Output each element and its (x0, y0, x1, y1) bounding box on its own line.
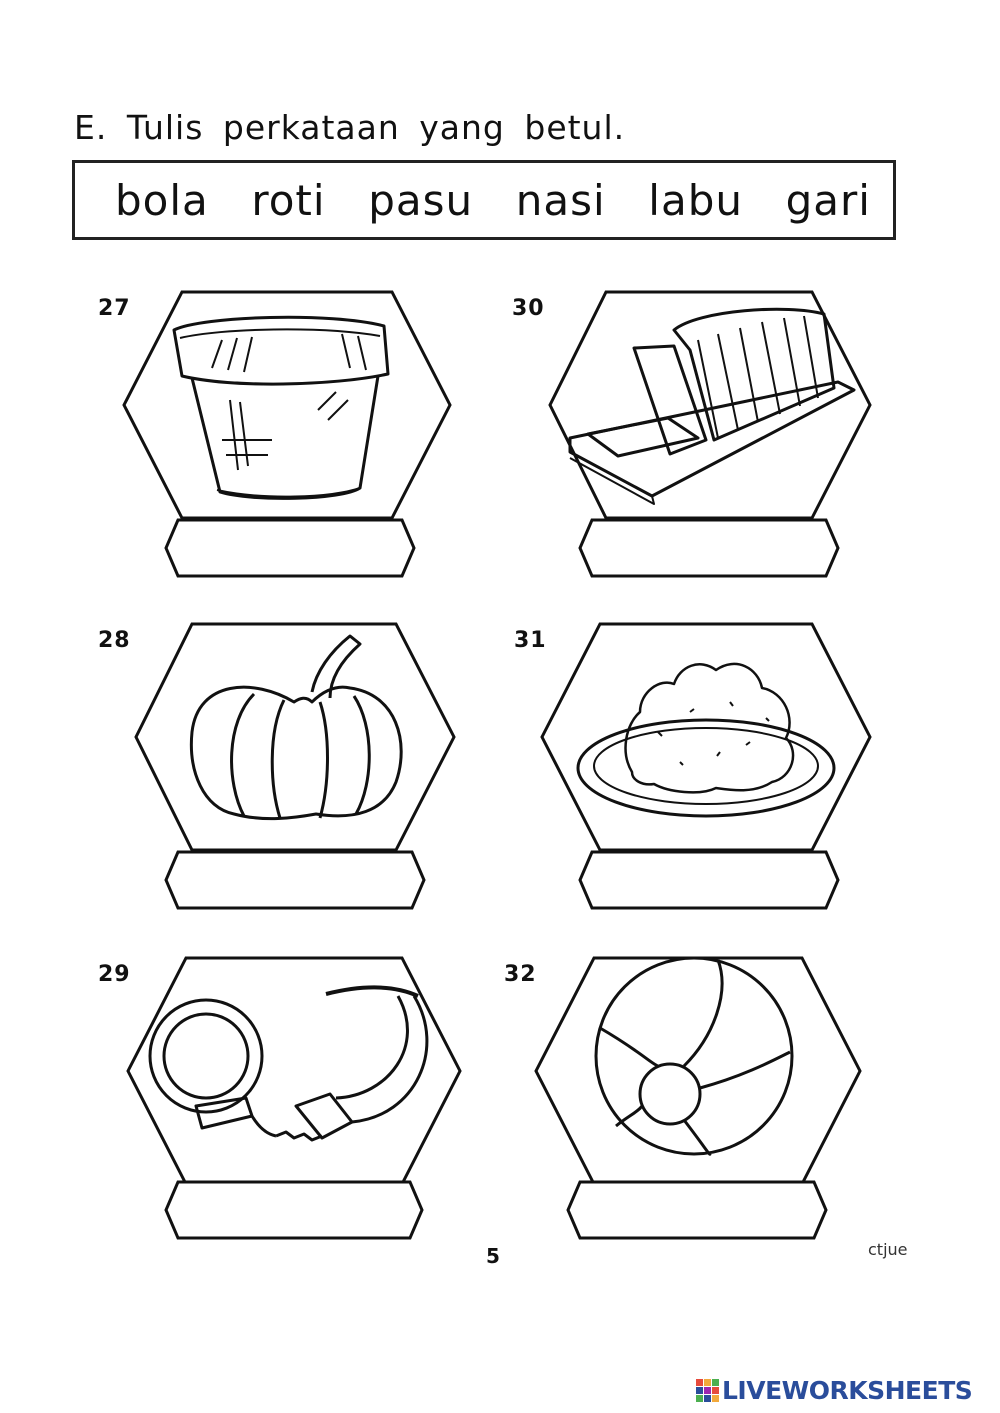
question-card-hexagon (126, 956, 462, 1186)
question-card-hexagon (534, 956, 862, 1186)
rice-plate-icon (576, 662, 836, 818)
word-bank-item: labu (648, 175, 743, 225)
question-card-hexagon (540, 622, 872, 852)
answer-input[interactable] (194, 526, 390, 572)
page-number: 5 (486, 1244, 500, 1268)
question-number: 29 (98, 962, 131, 987)
pumpkin-icon (189, 634, 403, 821)
author-credit: ctjue (868, 1240, 908, 1259)
handcuffs-icon (148, 985, 429, 1142)
word-bank: bola roti pasu nasi labu gari (72, 160, 896, 240)
answer-box (578, 850, 840, 910)
question-card-hexagon (122, 290, 452, 520)
question-number: 28 (98, 628, 131, 653)
answer-box (566, 1180, 828, 1240)
question-number: 32 (504, 962, 537, 987)
answer-input[interactable] (194, 1188, 390, 1234)
question-number: 27 (98, 296, 131, 321)
brand-name: LIVEWORKSHEETS (722, 1376, 973, 1405)
answer-box (164, 1180, 424, 1240)
question-number: 30 (512, 296, 545, 321)
flower-pot-icon (172, 315, 390, 500)
answer-box (164, 518, 416, 578)
question-number: 31 (514, 628, 547, 653)
brand-grid-icon (696, 1379, 719, 1402)
word-bank-item: bola (115, 175, 209, 225)
question-card-hexagon (548, 290, 872, 520)
answer-input[interactable] (608, 526, 804, 572)
answer-input[interactable] (596, 1188, 792, 1234)
word-bank-item: gari (785, 175, 871, 225)
brand-logo: LIVEWORKSHEETS (696, 1376, 973, 1405)
word-bank-item: roti (251, 175, 326, 225)
answer-input[interactable] (194, 858, 390, 904)
word-bank-item: nasi (515, 175, 606, 225)
question-card-hexagon (134, 622, 456, 852)
ball-icon (594, 956, 794, 1156)
answer-box (164, 850, 426, 910)
word-bank-item: pasu (368, 175, 474, 225)
bread-loaf-icon (568, 307, 856, 505)
instruction-title: E. Tulis perkataan yang betul. (74, 108, 626, 147)
answer-box (578, 518, 840, 578)
answer-input[interactable] (608, 858, 804, 904)
